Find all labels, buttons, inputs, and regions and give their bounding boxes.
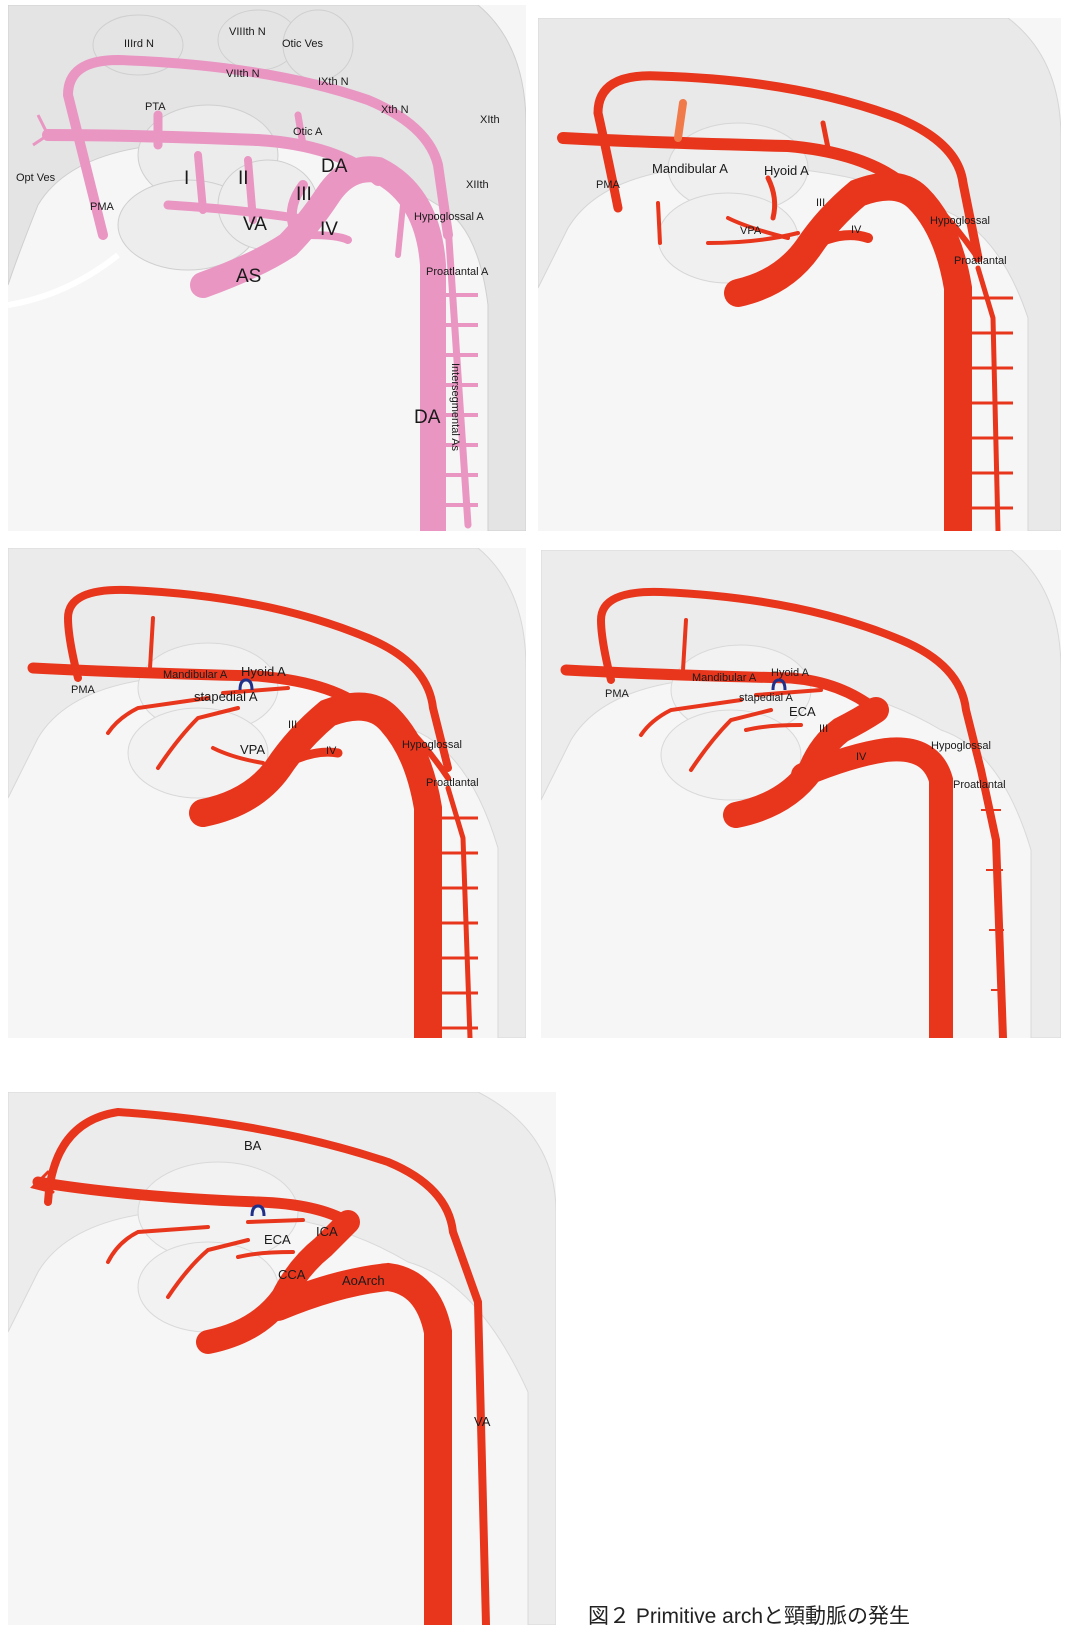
label-arch-ii: II bbox=[238, 169, 249, 188]
label-arch-iv: IV bbox=[320, 220, 338, 239]
panel4-drawing bbox=[541, 550, 1061, 1038]
label-eca: ECA bbox=[264, 1233, 291, 1246]
label-arch-iii: III bbox=[296, 185, 312, 204]
label-ica: ICA bbox=[316, 1225, 338, 1238]
label-arch-iv: IV bbox=[326, 746, 336, 757]
label-otic-a: Otic A bbox=[293, 127, 322, 138]
label-xith: XIth bbox=[480, 115, 500, 126]
label-hyoid-a: Hyoid A bbox=[771, 668, 809, 679]
label-eca: ECA bbox=[789, 705, 816, 718]
label-pma: PMA bbox=[596, 180, 620, 191]
label-opt-ves: Opt Ves bbox=[16, 173, 55, 184]
label-hypoglossal-a: Hypoglossal A bbox=[414, 212, 484, 223]
label-otic-ves: Otic Ves bbox=[282, 39, 323, 50]
label-as: AS bbox=[236, 267, 261, 286]
label-mandibular-a: Mandibular A bbox=[163, 670, 227, 681]
label-hypoglossal: Hypoglossal bbox=[402, 740, 462, 751]
figure-caption: 図２ Primitive archと頸動脈の発生 bbox=[588, 1600, 910, 1630]
label-hyoid-a: Hyoid A bbox=[241, 665, 286, 678]
panel2-drawing bbox=[538, 18, 1061, 531]
label-viith-n: VIIth N bbox=[226, 69, 260, 80]
panel-stapedial-stage: Mandibular A Hyoid A PMA stapedial A III… bbox=[8, 548, 526, 1038]
label-da-bottom: DA bbox=[414, 408, 440, 427]
panel5-drawing bbox=[8, 1092, 556, 1625]
label-xth-n: Xth N bbox=[381, 105, 409, 116]
panel-vpa-stage: Mandibular A Hyoid A PMA III VPA IV Hypo… bbox=[538, 18, 1061, 531]
label-hypoglossal: Hypoglossal bbox=[931, 741, 991, 752]
label-vpa: VPA bbox=[240, 743, 265, 756]
label-aoarch: AoArch bbox=[342, 1274, 385, 1287]
label-ixth-n: IXth N bbox=[318, 77, 349, 88]
label-vpa: VPA bbox=[740, 226, 761, 237]
label-arch-iii: III bbox=[288, 720, 297, 731]
panel-eca-stage: Mandibular A Hyoid A PMA stapedial A ECA… bbox=[541, 550, 1061, 1038]
label-cca: CCA bbox=[278, 1268, 305, 1281]
embryo-tissue bbox=[8, 1092, 556, 1625]
panel3-drawing bbox=[8, 548, 526, 1038]
label-viiith-n: VIIIth N bbox=[229, 27, 266, 38]
label-arch-i: I bbox=[184, 169, 189, 188]
label-proatlantal: Proatlantal bbox=[953, 780, 1006, 791]
label-mandibular-a: Mandibular A bbox=[692, 673, 756, 684]
label-pma: PMA bbox=[71, 685, 95, 696]
label-stapedial-a: stapedial A bbox=[739, 693, 793, 704]
label-pma: PMA bbox=[605, 689, 629, 700]
label-arch-iv: IV bbox=[856, 752, 866, 763]
label-pma: PMA bbox=[90, 202, 114, 213]
label-mandibular-a: Mandibular A bbox=[652, 162, 728, 175]
label-proatlantal: Proatlantal bbox=[426, 778, 479, 789]
label-va: VA bbox=[474, 1415, 490, 1428]
label-pta: PTA bbox=[145, 102, 166, 113]
label-hyoid-a: Hyoid A bbox=[764, 164, 809, 177]
label-hypoglossal: Hypoglossal bbox=[930, 216, 990, 227]
label-proatlantal: Proatlantal bbox=[954, 256, 1007, 267]
label-arch-iv: IV bbox=[851, 225, 861, 236]
label-arch-iii: III bbox=[819, 724, 828, 735]
label-arch-iii: III bbox=[816, 198, 825, 209]
label-stapedial-a: stapedial A bbox=[194, 690, 258, 703]
label-va: VA bbox=[243, 215, 267, 234]
label-xiith: XIIth bbox=[466, 180, 489, 191]
panel-adult-carotid-stage: BA ICA ECA CCA AoArch VA bbox=[8, 1092, 556, 1625]
tissue-outline bbox=[8, 255, 118, 305]
label-da-top: DA bbox=[321, 157, 347, 176]
panel-pharyngeal-arch-stage: IIIrd N VIIIth N Otic Ves VIIth N IXth N… bbox=[8, 5, 526, 531]
label-intersegmental-as: Intersegmental As bbox=[449, 363, 460, 451]
label-iiird-n: IIIrd N bbox=[124, 39, 154, 50]
label-ba: BA bbox=[244, 1139, 261, 1152]
label-proatlantal-a: Proatlantal A bbox=[426, 267, 488, 278]
